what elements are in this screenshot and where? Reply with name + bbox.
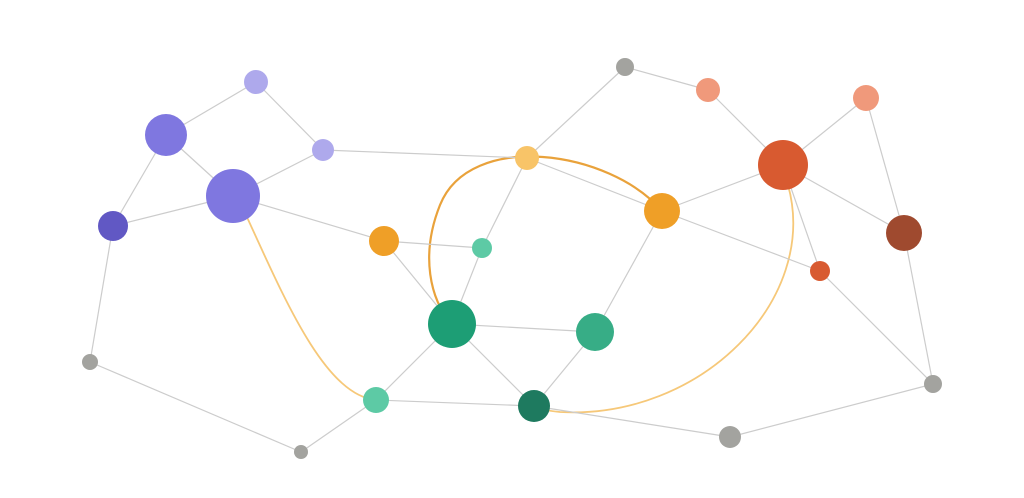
node-g-bottom-right — [719, 426, 741, 448]
curve-hub-to-teal — [245, 214, 377, 401]
edge-g-bottom-left-t-light-bottom — [300, 399, 377, 453]
edge-o-right-t-mid — [594, 210, 663, 333]
node-o-light — [515, 146, 539, 170]
node-g-bottom-left — [294, 445, 308, 459]
edge-o-right-c-small — [661, 210, 821, 272]
edge-o-left-t-small — [383, 240, 483, 249]
node-c-light-right — [853, 85, 879, 111]
node-p-big-left — [145, 114, 187, 156]
node-t-mid — [576, 313, 614, 351]
node-c-light-top — [696, 78, 720, 102]
edge-g-left-g-bottom-left — [89, 361, 302, 453]
node-t-hub — [428, 300, 476, 348]
edge-t-small-o-light — [481, 157, 528, 249]
edge-g-top-c-light-top — [624, 66, 709, 91]
node-g-left — [82, 354, 98, 370]
curve-orange-loop — [428, 155, 663, 325]
node-p-dark — [98, 211, 128, 241]
node-c-small — [810, 261, 830, 281]
edge-c-light-right-c-brown — [865, 97, 905, 234]
curves-layer — [245, 155, 795, 414]
edge-o-light-g-top — [526, 66, 626, 159]
edge-t-light-bottom-t-dark — [375, 399, 535, 407]
node-c-hub — [758, 140, 808, 190]
node-o-left — [369, 226, 399, 256]
edges-layer — [89, 66, 934, 453]
node-o-right — [644, 193, 680, 229]
node-t-small — [472, 238, 492, 258]
node-t-dark — [518, 390, 550, 422]
edge-p-small-o-light — [322, 149, 528, 159]
edge-o-light-o-right — [526, 157, 663, 212]
edge-p-dark-g-left — [89, 225, 114, 363]
node-p-top — [244, 70, 268, 94]
node-t-light-bottom — [363, 387, 389, 413]
node-g-top — [616, 58, 634, 76]
nodes-layer — [82, 58, 942, 459]
node-p-hub — [206, 169, 260, 223]
edge-g-right-g-bottom-right — [729, 383, 934, 438]
edge-c-small-g-right — [819, 270, 934, 385]
node-g-right — [924, 375, 942, 393]
edge-p-top-p-small — [255, 81, 324, 151]
edge-g-bottom-right-t-dark — [533, 405, 731, 438]
edge-c-brown-g-right — [903, 232, 934, 385]
node-p-small — [312, 139, 334, 161]
node-c-brown — [886, 215, 922, 251]
